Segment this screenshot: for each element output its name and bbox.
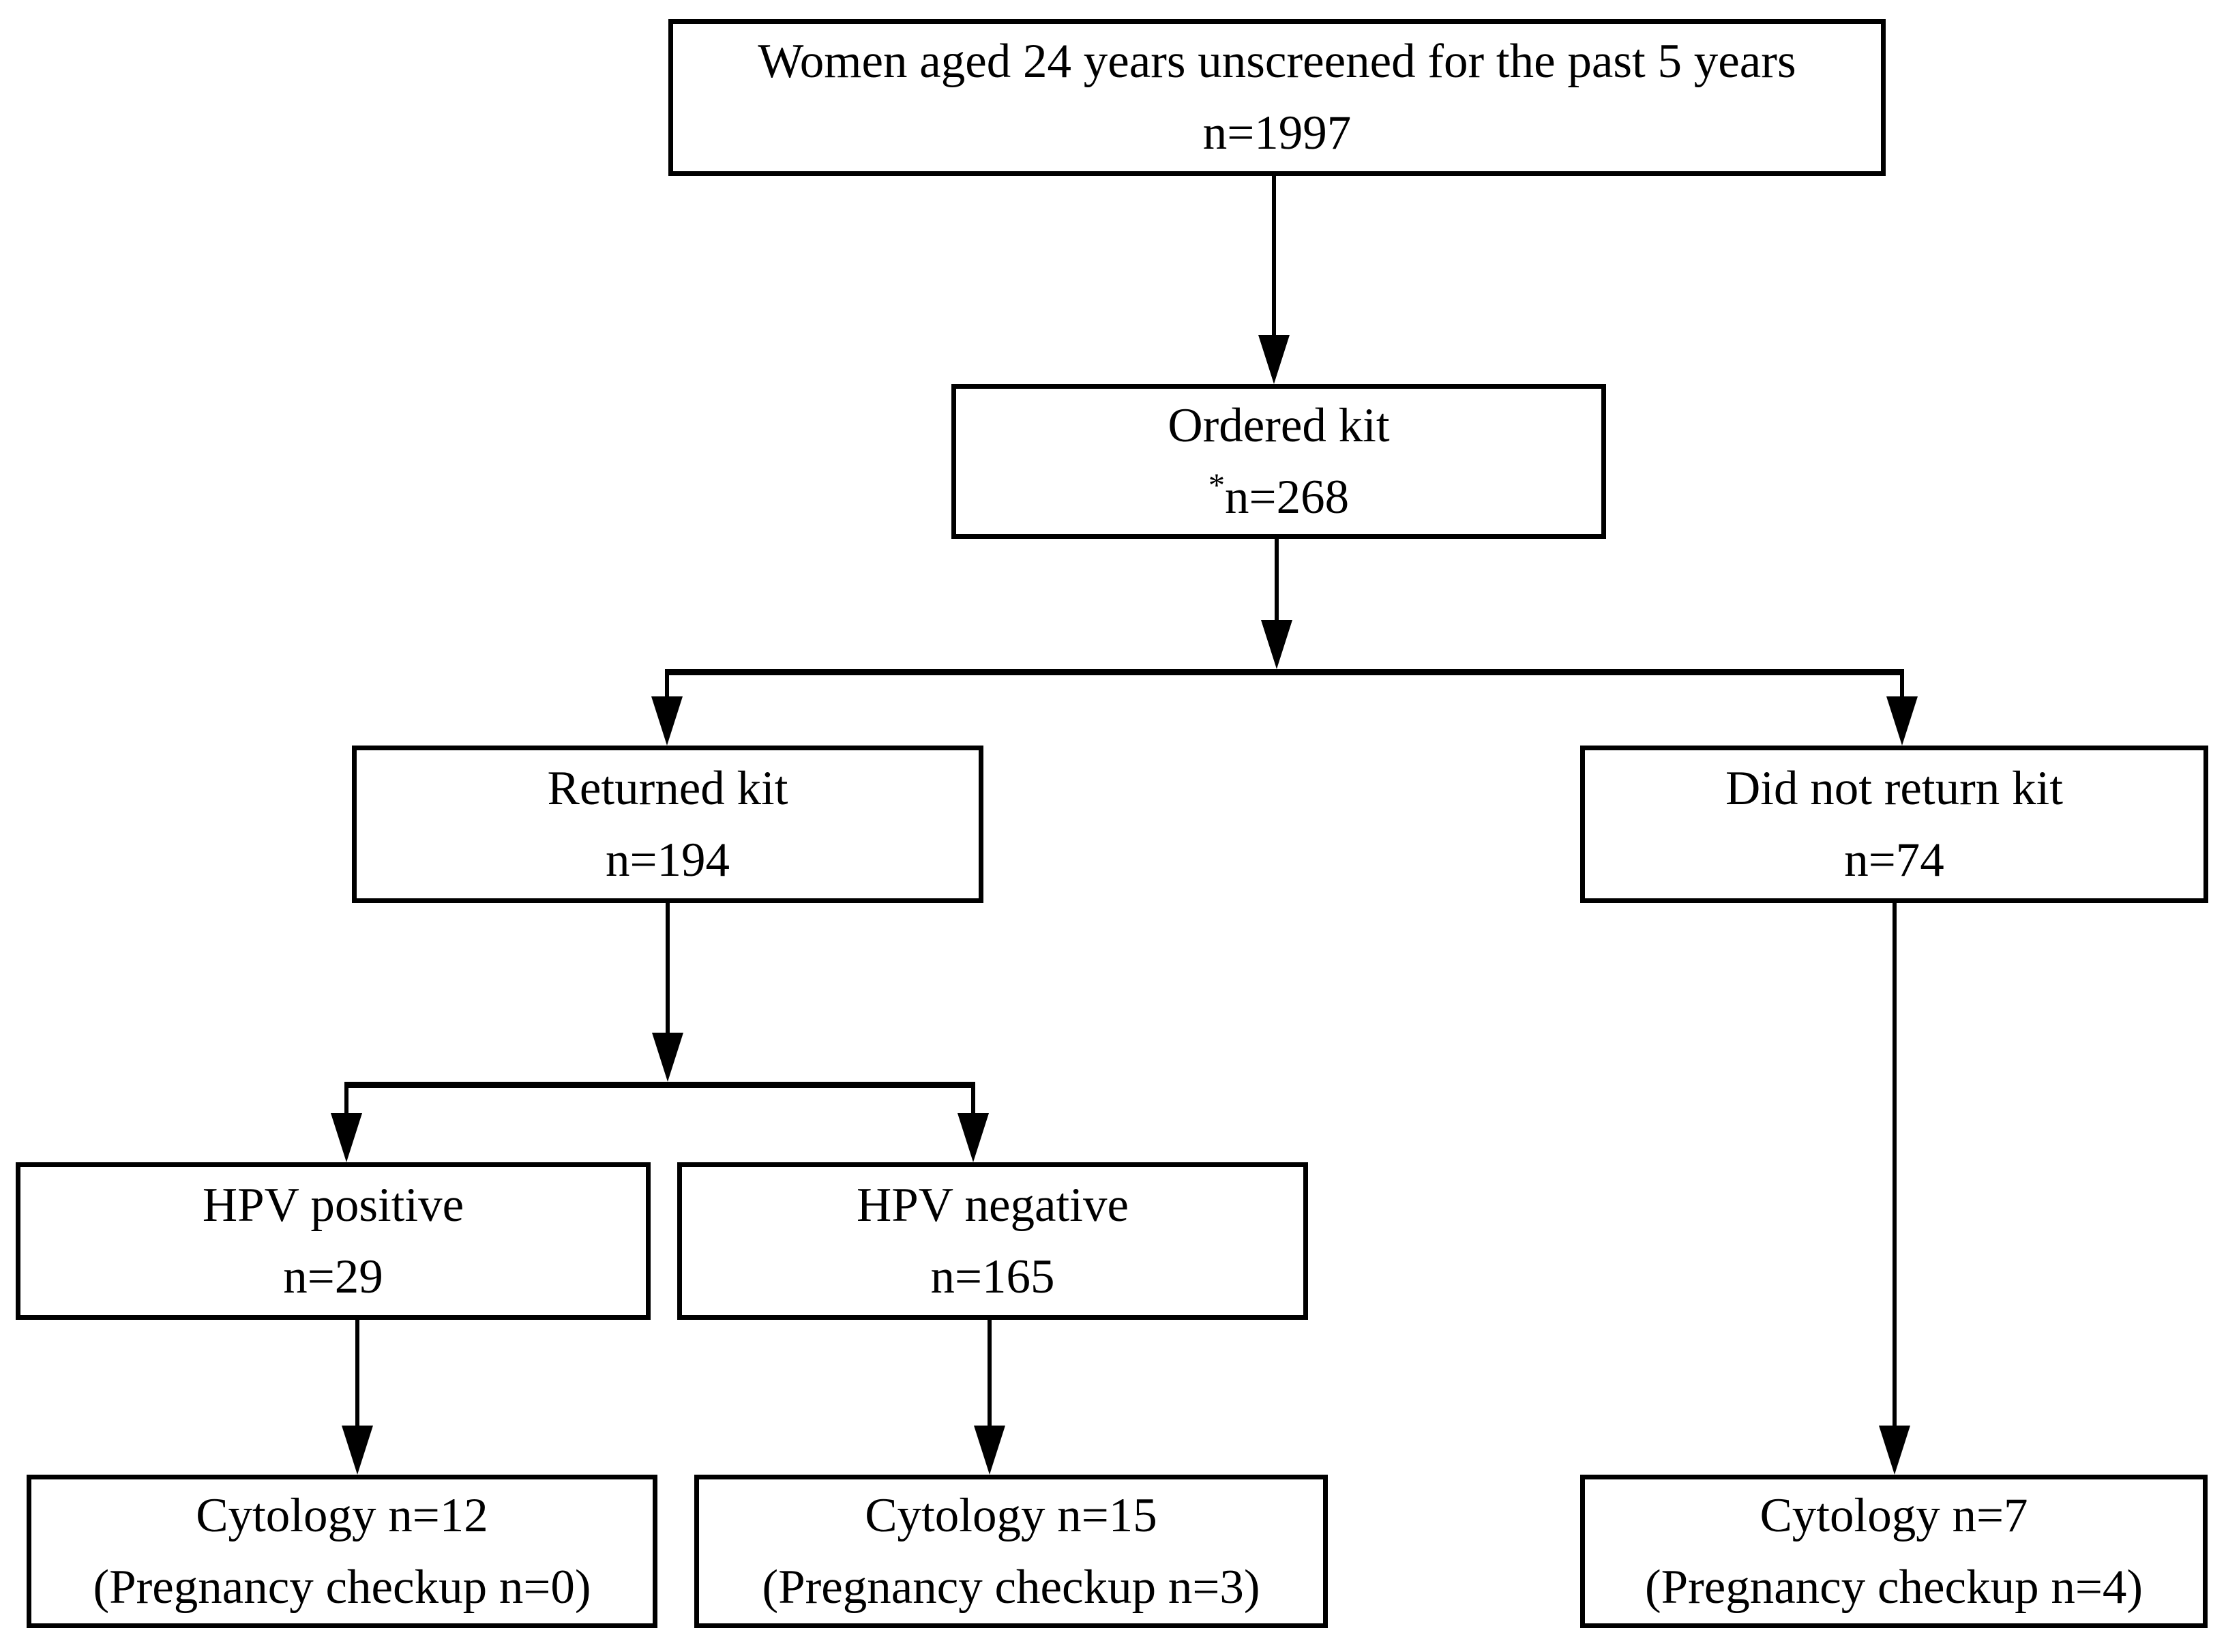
- node-hpv-negative-label: HPV negative: [857, 1178, 1129, 1232]
- edge-ordered-to-junction-arrowhead-icon: [1261, 620, 1292, 669]
- node-did-not-return-kit: Did not return kit n=74: [1580, 746, 2208, 903]
- edge-returned-to-junction2-line: [666, 903, 670, 1034]
- edge-not-returned-to-cytology-arrowhead-icon: [1879, 1426, 1910, 1475]
- edge-hpv-positive-to-cytology-arrowhead-icon: [342, 1426, 373, 1475]
- edge-ordered-to-junction-line: [1275, 539, 1279, 622]
- edge-junction2-to-hpv-positive-line: [344, 1088, 348, 1115]
- node-cytology-hpv-negative-count: Cytology n=15: [865, 1488, 1157, 1542]
- footnote-asterisk-marker: *: [1208, 467, 1226, 503]
- edge-junction2-to-hpv-negative-arrowhead-icon: [958, 1113, 989, 1162]
- edge-returned-to-junction2-arrowhead-icon: [652, 1033, 683, 1082]
- node-did-not-return-kit-count: n=74: [1844, 833, 1944, 887]
- node-population: Women aged 24 years unscreened for the p…: [668, 19, 1886, 176]
- node-returned-kit-label: Returned kit: [547, 761, 788, 815]
- node-cytology-hpv-positive: Cytology n=12 (Pregnancy checkup n=0): [27, 1475, 657, 1628]
- node-ordered-kit-count: *n=268: [1208, 467, 1350, 524]
- node-cytology-hpv-positive-count: Cytology n=12: [196, 1488, 488, 1542]
- node-cytology-hpv-negative-detail: (Pregnancy checkup n=3): [762, 1560, 1260, 1614]
- node-population-count: n=1997: [1202, 106, 1352, 160]
- edge-junction-to-not-returned-line: [1900, 675, 1904, 700]
- edge-hpv-positive-to-cytology-line: [355, 1320, 359, 1427]
- edge-junction2-to-hpv-positive-arrowhead-icon: [331, 1113, 362, 1162]
- node-cytology-not-returned-detail: (Pregnancy checkup n=4): [1644, 1560, 2143, 1614]
- edge-junction-to-not-returned-arrowhead-icon: [1886, 696, 1918, 746]
- junction1-horizontal-line: [665, 669, 1904, 675]
- node-hpv-positive: HPV positive n=29: [16, 1162, 651, 1320]
- node-cytology-not-returned: Cytology n=7 (Pregnancy checkup n=4): [1580, 1475, 2208, 1628]
- edge-hpv-negative-to-cytology-arrowhead-icon: [974, 1426, 1005, 1475]
- junction2-horizontal-line: [344, 1082, 975, 1088]
- edge-junction-to-returned-line: [665, 675, 669, 700]
- node-hpv-negative: HPV negative n=165: [677, 1162, 1308, 1320]
- node-hpv-negative-count: n=165: [930, 1250, 1055, 1303]
- edge-junction-to-returned-arrowhead-icon: [651, 696, 683, 746]
- node-returned-kit-count: n=194: [605, 833, 730, 887]
- edge-population-to-ordered-line: [1272, 176, 1276, 336]
- node-hpv-positive-label: HPV positive: [202, 1178, 464, 1232]
- node-ordered-kit-label: Ordered kit: [1168, 398, 1390, 452]
- edge-hpv-negative-to-cytology-line: [988, 1320, 992, 1427]
- node-did-not-return-kit-label: Did not return kit: [1725, 761, 2063, 815]
- node-cytology-hpv-negative: Cytology n=15 (Pregnancy checkup n=3): [694, 1475, 1328, 1628]
- edge-not-returned-to-cytology-line: [1893, 903, 1897, 1427]
- node-population-label: Women aged 24 years unscreened for the p…: [758, 35, 1796, 89]
- node-cytology-not-returned-count: Cytology n=7: [1760, 1488, 2028, 1542]
- node-cytology-hpv-positive-detail: (Pregnancy checkup n=0): [93, 1560, 591, 1614]
- edge-junction2-to-hpv-negative-line: [971, 1088, 975, 1115]
- edge-population-to-ordered-arrowhead-icon: [1258, 335, 1290, 384]
- node-hpv-positive-count: n=29: [283, 1250, 383, 1303]
- node-ordered-kit: Ordered kit *n=268: [951, 384, 1606, 539]
- node-returned-kit: Returned kit n=194: [352, 746, 983, 903]
